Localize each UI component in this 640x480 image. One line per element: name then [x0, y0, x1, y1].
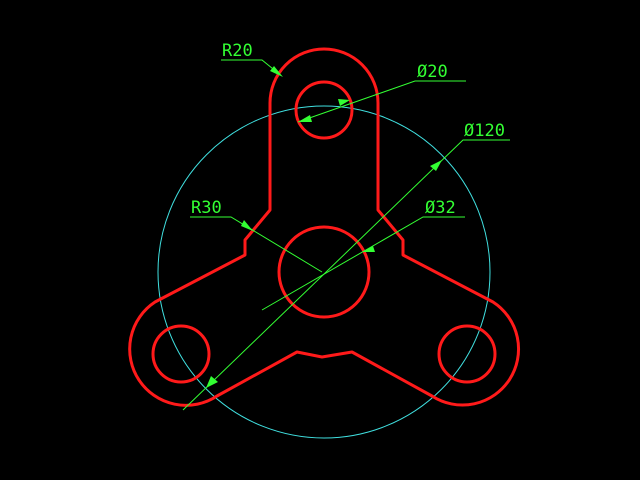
r30-leader: [190, 216, 323, 273]
right-hole: [437, 324, 497, 384]
dia32-leader: [261, 216, 465, 311]
dia20-arrow-inner: [298, 115, 312, 122]
reference-circle: [157, 105, 491, 439]
dimension-labels: R20 Ø20 Ø120 R30 Ø32: [191, 41, 505, 218]
label-dia32: Ø32: [425, 198, 456, 218]
r30-arrow: [241, 220, 253, 231]
label-dia120: Ø120: [464, 121, 505, 141]
label-dia20: Ø20: [417, 62, 448, 82]
dia20-leader: [297, 80, 466, 123]
r20-arrow: [270, 66, 283, 77]
label-r30: R30: [191, 198, 222, 218]
dia120-arrow-bottom: [206, 376, 218, 388]
outer-profile: [128, 47, 521, 407]
label-r20: R20: [222, 41, 253, 61]
part-outline: [128, 47, 521, 407]
dia120-arrow-top: [430, 160, 442, 171]
r20-leader: [221, 59, 279, 74]
dia120-leader: [182, 139, 510, 411]
center-hole: [277, 225, 371, 319]
dia32-arrow-outer: [362, 246, 375, 252]
dimension-arrows: [206, 66, 442, 388]
dia20-arrow-outer: [338, 99, 350, 106]
dimension-lines: [182, 59, 510, 411]
left-hole: [151, 324, 211, 384]
top-hole: [294, 80, 354, 140]
